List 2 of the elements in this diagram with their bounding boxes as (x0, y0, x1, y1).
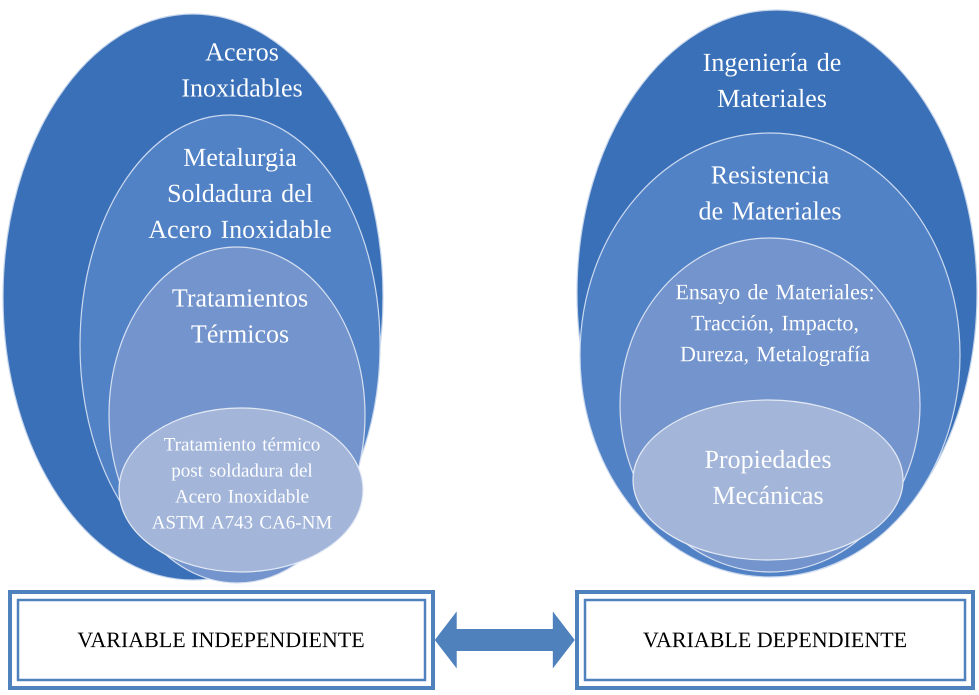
text-box: VARIABLE INDEPENDIENTE (8, 590, 435, 690)
text-box: VARIABLE DEPENDIENTE (575, 590, 975, 690)
